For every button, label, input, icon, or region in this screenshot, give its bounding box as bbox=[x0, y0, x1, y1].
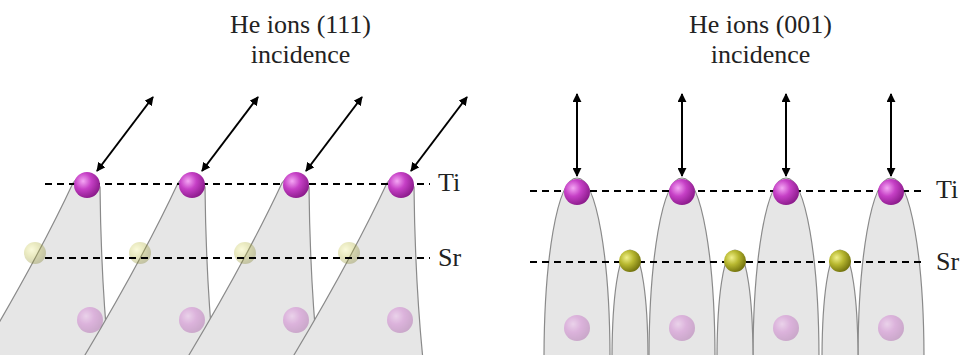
shadow-cone bbox=[717, 250, 753, 355]
ti-atom bbox=[878, 315, 904, 341]
ti-atoms-left bbox=[74, 172, 414, 198]
ti-atom bbox=[669, 179, 695, 205]
shadow-cone bbox=[612, 250, 648, 355]
ti-atom bbox=[77, 307, 103, 333]
ti-atom bbox=[179, 172, 205, 198]
shadow-cone bbox=[649, 178, 715, 355]
faded-atoms-left bbox=[24, 242, 413, 333]
sr-atoms-right bbox=[619, 250, 851, 272]
sr-atom bbox=[24, 242, 46, 264]
ion-arrow bbox=[411, 97, 467, 171]
incidence-title: He ions (001) incidence bbox=[652, 10, 869, 70]
ion-arrows-left bbox=[97, 97, 467, 171]
ion-arrows-right bbox=[577, 94, 891, 176]
sr-atom bbox=[619, 250, 641, 272]
sr-plane-line bbox=[45, 257, 430, 259]
ion-arrow bbox=[202, 97, 258, 171]
ti-atom bbox=[878, 179, 904, 205]
ti-atom bbox=[564, 315, 590, 341]
ti-atoms-right bbox=[564, 179, 904, 205]
atomic-plane-label: Sr bbox=[438, 243, 461, 273]
ti-atom bbox=[773, 179, 799, 205]
shadow-cone bbox=[822, 250, 858, 355]
shadow-cone bbox=[0, 175, 109, 355]
ion-arrow bbox=[785, 94, 787, 176]
ion-arrow bbox=[97, 97, 153, 171]
shadow-cone bbox=[858, 178, 924, 355]
ti-atom bbox=[773, 315, 799, 341]
shadow-cone bbox=[186, 175, 318, 355]
ion-arrow bbox=[890, 94, 892, 176]
shadow-cones-right bbox=[544, 178, 924, 355]
ion-arrow bbox=[576, 94, 578, 176]
ti-atom bbox=[74, 172, 100, 198]
atomic-plane-label: Ti bbox=[438, 168, 460, 198]
sr-atom bbox=[338, 242, 360, 264]
ti-atom bbox=[669, 315, 695, 341]
shadow-cone bbox=[82, 175, 214, 355]
faded-atoms-right bbox=[564, 315, 904, 341]
sr-atom bbox=[129, 242, 151, 264]
ti-atom bbox=[283, 307, 309, 333]
atomic-plane-label: Ti bbox=[936, 175, 958, 205]
ion-arrow bbox=[681, 94, 683, 176]
ti-plane-line bbox=[45, 183, 430, 185]
atomic-plane-label: Sr bbox=[936, 247, 959, 277]
sr-atom bbox=[829, 250, 851, 272]
shadow-cones-left bbox=[0, 175, 423, 355]
incidence-title: He ions (111) incidence bbox=[193, 10, 408, 70]
shadow-cone bbox=[544, 178, 610, 355]
shadow-cone bbox=[753, 178, 819, 355]
ion-arrow bbox=[306, 97, 362, 171]
ti-atom bbox=[179, 307, 205, 333]
ti-atom bbox=[387, 307, 413, 333]
ti-atom bbox=[564, 179, 590, 205]
ti-atom bbox=[283, 172, 309, 198]
sr-atom bbox=[234, 242, 256, 264]
sr-atom bbox=[724, 250, 746, 272]
shadow-cone bbox=[291, 175, 423, 355]
ti-atom bbox=[388, 172, 414, 198]
